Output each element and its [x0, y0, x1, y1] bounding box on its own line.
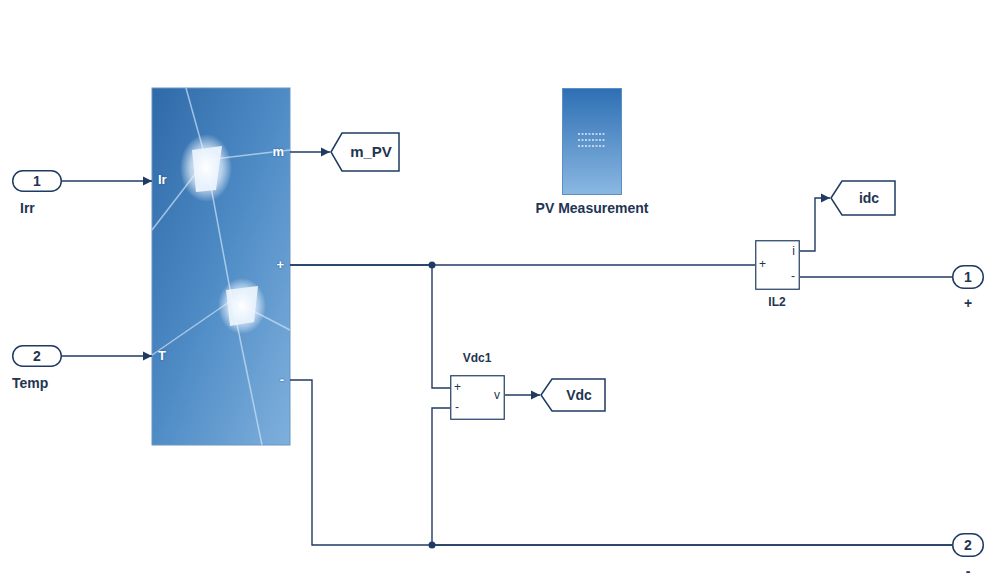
pv-measurement-block: PV Measurement — [562, 88, 622, 195]
block-label: idc — [859, 190, 879, 206]
block-label: Ir — [158, 172, 167, 188]
goto-tag: m_PV — [330, 132, 400, 172]
block-label: - — [966, 563, 971, 579]
block-label: - — [280, 372, 284, 388]
block-label: - — [455, 400, 459, 414]
signal-wire — [290, 148, 330, 157]
signal-wire — [800, 194, 830, 252]
block-label: - — [791, 269, 795, 283]
goto-tag: idc — [830, 180, 896, 216]
block-label: PV Measurement — [527, 200, 657, 216]
block-label: + — [454, 380, 461, 394]
block-label: Irr — [20, 200, 35, 216]
outport-block: 1+ — [952, 265, 984, 289]
block-label: 1 — [33, 173, 41, 189]
block-label: + — [276, 257, 284, 273]
block-label: 2 — [964, 537, 972, 553]
pv-array-block: IrTm + - — [152, 88, 290, 445]
outport-block: 2- — [952, 533, 984, 557]
block-label: Vdc1 — [463, 351, 492, 365]
block-label: + — [759, 257, 766, 271]
signal-wire — [290, 265, 450, 388]
signal-wire — [800, 277, 952, 278]
block-label: 1 — [964, 269, 972, 285]
signal-wire — [432, 408, 952, 545]
inport-block: 2Temp — [12, 345, 62, 367]
block-label: Temp — [12, 375, 48, 391]
block-label: 2 — [33, 348, 41, 364]
signal-wire — [62, 352, 152, 361]
current-measurement: +i-IL2 — [755, 240, 800, 290]
block-label: i — [792, 244, 795, 258]
block-label: + — [964, 295, 972, 311]
signal-wire — [505, 391, 540, 400]
voltage-measurement: Vdc1+-v — [450, 375, 505, 420]
block-label: m_PV — [350, 143, 392, 161]
block-label: IL2 — [768, 295, 785, 309]
inport-block: 1Irr — [12, 170, 62, 192]
signal-wire — [290, 380, 952, 545]
goto-tag: Vdc — [540, 378, 606, 412]
block-label: v — [494, 388, 500, 402]
meas-outline — [562, 88, 622, 195]
signal-wire — [62, 177, 152, 186]
block-label: T — [158, 348, 166, 364]
block-label: m — [272, 144, 284, 160]
block-label: Vdc — [566, 387, 592, 403]
